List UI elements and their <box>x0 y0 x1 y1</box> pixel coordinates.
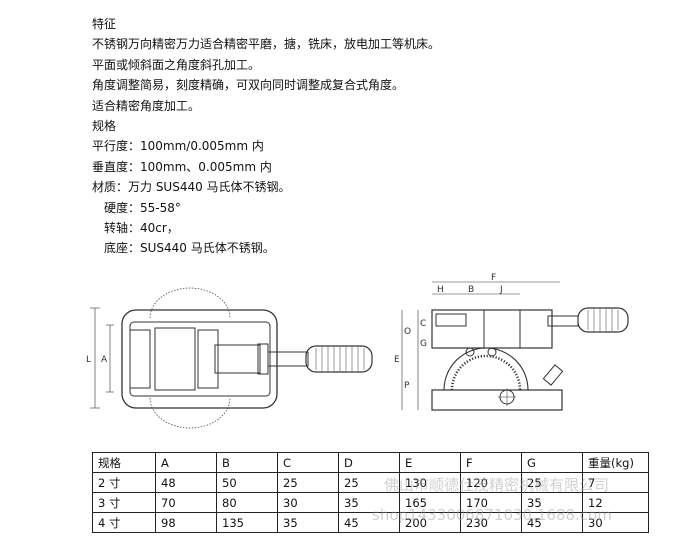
table-cell: 4 寸 <box>92 512 156 533</box>
features-heading: 特征 <box>92 17 117 31</box>
table-cell: 165 <box>399 492 461 513</box>
feature-line: 不锈钢万向精密万力适合精密平磨，搪，铣床，放电加工等机床。 <box>92 37 441 52</box>
table-cell: 230 <box>460 512 522 533</box>
spec-line: 材质：万力 SUS440 马氏体不锈钢。 <box>92 180 291 195</box>
table-cell: 25 <box>338 472 400 493</box>
label-H: H <box>437 285 444 295</box>
specs-heading: 规格 <box>92 119 117 134</box>
table-row: 3 寸 70 80 30 35 165 170 35 12 <box>92 492 649 513</box>
header-cell: B <box>216 452 278 473</box>
feature-line: 角度调整简易，刻度精确，可双向同时调整成复合式角度。 <box>92 78 405 93</box>
label-J: J <box>499 285 503 295</box>
table-cell: 35 <box>277 512 339 533</box>
table-cell: 80 <box>216 492 278 513</box>
table-cell: 2 寸 <box>92 472 156 493</box>
label-B: B <box>468 285 474 295</box>
table-cell: 45 <box>521 512 583 533</box>
label-F: F <box>491 273 496 283</box>
table-cell: 30 <box>582 512 649 533</box>
table-cell: 25 <box>277 472 339 493</box>
label-L: L <box>86 355 91 365</box>
header-cell: E <box>399 452 461 473</box>
header-cell: 规格 <box>92 452 156 473</box>
table-cell: 50 <box>216 472 278 493</box>
header-cell: A <box>155 452 217 473</box>
table-cell: 45 <box>338 512 400 533</box>
spec-line: 垂直度：100mm、0.005mm 内 <box>92 159 272 174</box>
table-cell: 35 <box>338 492 400 513</box>
table-cell: 135 <box>216 512 278 533</box>
table-cell: 3 寸 <box>92 492 156 513</box>
table-row: 2 寸 48 50 25 25 130 120 25 7 <box>92 472 649 493</box>
table-header-row: 规格 A B C D E F G 重量(kg) <box>92 452 649 473</box>
table-cell: 35 <box>521 492 583 513</box>
spec-sub-line: 底座：SUS440 马氏体不锈钢。 <box>104 241 275 256</box>
label-E: E <box>394 355 400 365</box>
table-cell: 12 <box>582 492 649 513</box>
label-G: G <box>420 339 427 349</box>
table-cell: 98 <box>155 512 217 533</box>
table-cell: 70 <box>155 492 217 513</box>
spec-sub-line: 硬度：55-58° <box>104 200 181 215</box>
table-cell: 200 <box>399 512 461 533</box>
product-description: 特征 不锈钢万向精密万力适合精密平磨，搪，铣床，放电加工等机床。 平面或倾斜面之… <box>92 14 440 259</box>
label-O: O <box>404 327 411 337</box>
feature-line: 平面或倾斜面之角度斜孔加工。 <box>92 57 261 72</box>
spec-line: 平行度：100mm/0.005mm 内 <box>92 139 264 154</box>
header-cell: G <box>521 452 583 473</box>
table-cell: 170 <box>460 492 522 513</box>
vise-side-view: F H B J E O P C G <box>394 273 629 411</box>
header-cell: F <box>460 452 522 473</box>
spec-sub-line: 转轴：40cr， <box>104 221 179 236</box>
table-cell: 25 <box>521 472 583 493</box>
header-cell: C <box>277 452 339 473</box>
specification-table: 规格 A B C D E F G 重量(kg) 2 寸 48 50 25 25 … <box>92 452 649 533</box>
label-P: P <box>404 381 410 391</box>
label-C: C <box>420 319 426 329</box>
feature-line: 适合精密角度加工。 <box>92 98 201 113</box>
table-cell: 30 <box>277 492 339 513</box>
table-cell: 7 <box>582 472 649 493</box>
technical-drawings: L A F H B J E O P C <box>86 273 629 429</box>
header-cell: 重量(kg) <box>582 452 649 473</box>
table-cell: 120 <box>460 472 522 493</box>
table-cell: 130 <box>399 472 461 493</box>
table-row: 4 寸 98 135 35 45 200 230 45 30 <box>92 512 649 533</box>
table-cell: 48 <box>155 472 217 493</box>
vise-front-view: L A <box>86 287 373 429</box>
label-A: A <box>101 355 108 365</box>
header-cell: D <box>338 452 400 473</box>
